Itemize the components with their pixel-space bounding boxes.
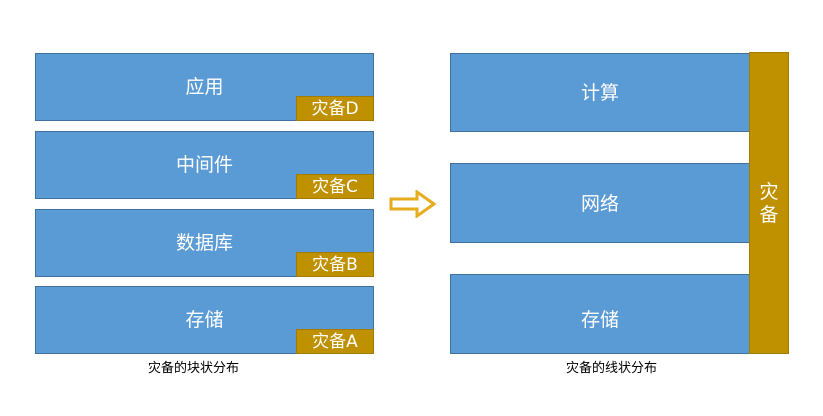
layer-label: 计算 (580, 82, 619, 104)
layer-storage: 存储 灾备A (35, 286, 374, 354)
layer-application: 应用 灾备D (35, 53, 374, 121)
hollow-right-arrow-icon (389, 190, 437, 218)
layer-label: 应用 (185, 76, 224, 98)
layer-label: 数据库 (175, 232, 233, 254)
layer-compute: 计算 (450, 53, 750, 132)
layer-label: 中间件 (175, 154, 233, 176)
right-caption: 灾备的线状分布 (566, 361, 658, 376)
layer-storage-right: 存储 (450, 274, 750, 354)
layer-database: 数据库 灾备B (35, 209, 374, 277)
layer-label: 存储 (185, 309, 224, 331)
dr-tag-b: 灾备B (296, 252, 374, 277)
layer-middleware: 中间件 灾备C (35, 131, 374, 199)
dr-bar-label: 灾 备 (759, 181, 779, 226)
left-caption: 灾备的块状分布 (148, 361, 240, 376)
layer-network: 网络 (450, 163, 750, 243)
dr-tag-a: 灾备A (296, 329, 374, 354)
dr-tag-c: 灾备C (296, 174, 374, 199)
dr-vertical-bar: 灾 备 (749, 52, 789, 354)
layer-label: 存储 (580, 309, 619, 331)
dr-tag-d: 灾备D (296, 96, 374, 121)
layer-label: 网络 (580, 193, 619, 215)
